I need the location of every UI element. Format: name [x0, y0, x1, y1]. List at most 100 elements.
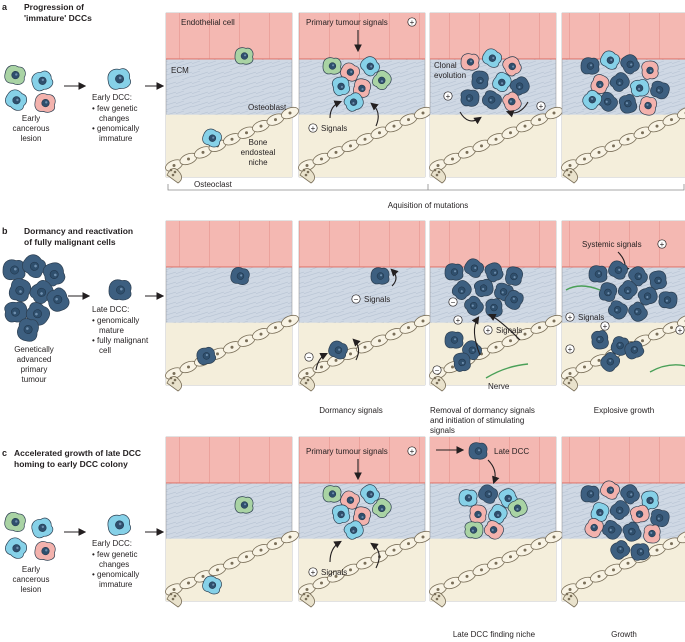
osteoclast-nucleus — [436, 174, 439, 177]
osteoblast-nucleus — [583, 365, 586, 368]
osteoclast-nucleus — [570, 595, 573, 598]
late-dcc-bullet: • fully malignant — [92, 336, 149, 345]
osteoclast-nucleus — [303, 377, 306, 380]
clonal-label: evolution — [434, 71, 466, 80]
panel-1-2-vessel — [430, 221, 556, 267]
osteoblast-nucleus — [173, 372, 176, 375]
osteoblast-nucleus — [569, 164, 572, 167]
plus-signal: + — [311, 568, 316, 577]
osteoblast-nucleus — [306, 372, 309, 375]
colony-cell — [641, 60, 659, 80]
osteoclast-nucleus — [568, 382, 571, 385]
osteoblast-nucleus — [260, 333, 263, 336]
colony-cell — [459, 490, 477, 507]
panel-letter-b: b — [2, 226, 8, 236]
caption-finding-niche: Late DCC finding niche — [453, 630, 536, 639]
osteoblast-nucleus — [187, 157, 190, 160]
osteoclast-nucleus — [566, 593, 569, 596]
tumour-label: tumour — [22, 375, 47, 384]
early-dcc-title: Early DCC: — [92, 539, 132, 548]
osteoblast-nucleus — [407, 326, 410, 329]
osteoblast-nucleus — [509, 131, 512, 134]
osteoclast-nucleus — [170, 593, 173, 596]
lesion-label: cancerous — [13, 124, 50, 133]
early-dcc-bullet: immature — [99, 580, 133, 589]
osteoblast-nucleus — [289, 536, 292, 539]
primary-signals-label: Primary tumour signals — [306, 18, 388, 27]
plus-signal: + — [660, 240, 665, 249]
early-dcc-bullet: • genomically — [92, 124, 139, 133]
osteoblast-nucleus — [612, 568, 615, 571]
osteoclast-nucleus — [305, 598, 308, 601]
early-dcc-title: Early DCC: — [92, 93, 132, 102]
mutation-bracket — [168, 184, 684, 190]
signals-label: Signals — [578, 313, 604, 322]
osteoblast-nucleus — [480, 568, 483, 571]
osteoblast-nucleus — [598, 151, 601, 154]
lesion-cell-pink — [34, 541, 56, 561]
plus-signal: + — [446, 92, 451, 101]
signals-label: Signals — [496, 326, 522, 335]
osteoblast-nucleus — [173, 588, 176, 591]
osteoblast-nucleus — [612, 144, 615, 147]
osteoblast-nucleus — [598, 575, 601, 578]
osteoblast-nucleus — [553, 112, 556, 115]
osteoblast-nucleus — [437, 164, 440, 167]
late-dcc-bullet: • genomically — [92, 316, 139, 325]
late-dcc-cell — [469, 443, 487, 460]
proliferating-cell — [589, 266, 607, 283]
nucleolus — [478, 449, 480, 451]
osteoblast-nucleus — [656, 333, 659, 336]
osteoblast-nucleus — [231, 138, 234, 141]
plus-signal: + — [568, 345, 573, 354]
colony-cell — [465, 522, 483, 539]
lesion-cell-blue — [3, 87, 30, 113]
panel-letter-c: c — [2, 448, 7, 458]
panel-letter-a: a — [2, 2, 8, 12]
minus-signal: − — [307, 353, 312, 362]
osteoblast-nucleus — [393, 333, 396, 336]
early-dcc-cell — [106, 67, 131, 91]
nerve-label: Nerve — [488, 382, 510, 391]
late-dcc-title: Late DCC: — [92, 305, 129, 314]
osteoclast-nucleus — [568, 174, 571, 177]
panel-c-title: homing to early DCC colony — [14, 459, 128, 469]
osteoblast-nucleus — [451, 581, 454, 584]
signals-label: Signals — [321, 124, 347, 133]
acquisition-label: Aquisition of mutations — [388, 201, 469, 210]
nucleolus — [470, 60, 472, 62]
caption-dormancy: Dormancy signals — [319, 406, 383, 415]
osteoblast-nucleus — [260, 125, 263, 128]
colony-cell — [323, 486, 341, 503]
osteoblast-nucleus — [335, 151, 338, 154]
early-dcc-cell — [106, 513, 131, 537]
osteoclast-nucleus — [174, 595, 177, 598]
plus-signal: + — [456, 316, 461, 325]
osteoclast-nucleus — [170, 377, 173, 380]
osteoblast-nucleus — [320, 157, 323, 160]
osteoblast-nucleus — [245, 131, 248, 134]
panel-c-title: Accelerated growth of late DCC — [14, 448, 141, 458]
niche-cell-green — [235, 48, 253, 65]
osteoblast-nucleus — [289, 320, 292, 323]
osteoblast-nucleus — [627, 562, 630, 565]
osteoblast-nucleus — [364, 562, 367, 565]
minus-signal: − — [451, 298, 456, 307]
niche-label: endosteal — [241, 148, 276, 157]
osteoblast-nucleus — [320, 581, 323, 584]
osteoblast-nucleus — [364, 346, 367, 349]
signals-label: Signals — [321, 568, 347, 577]
signals-label: Signals — [364, 295, 390, 304]
plus-signal: + — [410, 447, 415, 456]
osteoclast-nucleus — [172, 598, 175, 601]
caption-explosive: Explosive growth — [594, 406, 654, 415]
plus-signal: + — [603, 322, 608, 331]
systemic-signals-label: Systemic signals — [582, 240, 642, 249]
panel-2-1-vessel — [299, 437, 425, 483]
osteoclast-nucleus — [305, 382, 308, 385]
late-dcc-bullet: mature — [99, 326, 124, 335]
early-dcc-bullet: changes — [99, 114, 129, 123]
panel-b-title: Dormancy and reactivation — [24, 226, 133, 236]
osteoclast-nucleus — [438, 379, 441, 382]
osteoblast-nucleus — [245, 339, 248, 342]
